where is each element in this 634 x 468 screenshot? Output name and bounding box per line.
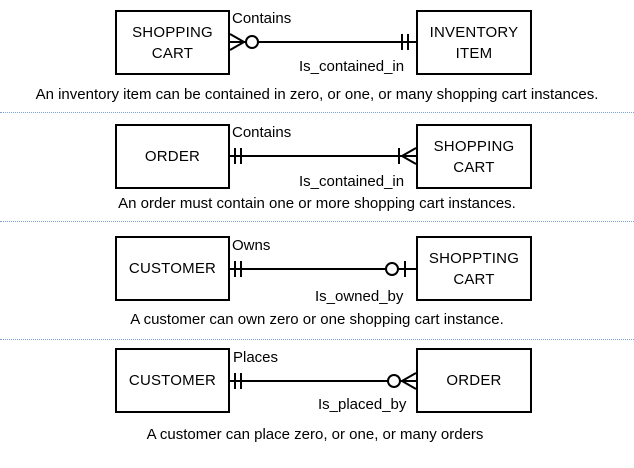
crows-foot-mark bbox=[401, 147, 417, 157]
entity-inventory-item: INVENTORY ITEM bbox=[416, 10, 532, 75]
crows-foot-mark bbox=[401, 380, 417, 390]
entity-shopping-cart: SHOPPING CART bbox=[115, 10, 230, 75]
relationship-verb: Owns bbox=[232, 237, 271, 254]
entity-label: INVENTORY ITEM bbox=[429, 23, 519, 62]
section-divider bbox=[0, 339, 634, 340]
relationship-verb: Places bbox=[233, 349, 279, 366]
entity-label: SHOPPING CART bbox=[132, 23, 213, 62]
entity-label: SHOPPING CART bbox=[433, 137, 515, 176]
section-divider bbox=[0, 221, 634, 222]
entity-label: CUSTOMER bbox=[128, 372, 217, 389]
relationship-verb: Contains bbox=[232, 124, 292, 141]
relationship-inverse-verb: Is_contained_in bbox=[299, 173, 405, 190]
relationship-caption: An inventory item can be contained in ze… bbox=[35, 86, 599, 103]
zero-circle-mark bbox=[387, 374, 401, 388]
entity-shopping-cart: SHOPPING CART bbox=[416, 124, 532, 189]
section-divider bbox=[0, 112, 634, 113]
relationship-inverse-verb: Is_placed_by bbox=[318, 396, 407, 413]
zero-circle-mark bbox=[385, 262, 399, 276]
relationship-caption: A customer can own zero or one shopping … bbox=[130, 311, 504, 328]
relationship-panel-2: ORDER SHOPPING CART Contains Is_containe… bbox=[0, 0, 634, 224]
entity-label: CUSTOMER bbox=[128, 260, 217, 277]
crows-foot-mark bbox=[401, 155, 417, 165]
entity-label: ORDER bbox=[144, 148, 201, 165]
entity-customer: CUSTOMER bbox=[115, 348, 230, 413]
entity-label: ORDER bbox=[446, 372, 502, 389]
entity-order: ORDER bbox=[115, 124, 230, 189]
entity-order: ORDER bbox=[416, 348, 532, 413]
crows-foot-mark bbox=[229, 41, 245, 51]
relationship-line bbox=[230, 261, 416, 277]
relationship-line bbox=[230, 147, 417, 165]
zero-circle-mark bbox=[245, 35, 259, 49]
relationship-caption: A customer can place zero, or one, or ma… bbox=[146, 426, 484, 443]
entity-customer: CUSTOMER bbox=[115, 236, 230, 301]
relationship-inverse-verb: Is_contained_in bbox=[299, 58, 405, 75]
entity-shopping-cart: SHOPPTING CART bbox=[416, 236, 532, 301]
relationship-panel-3: CUSTOMER SHOPPTING CART Owns Is_owned_by… bbox=[115, 236, 532, 328]
relationship-line bbox=[229, 33, 416, 51]
crows-foot-mark bbox=[401, 372, 417, 382]
entity-label: SHOPPTING CART bbox=[428, 249, 520, 288]
relationship-verb: Contains bbox=[232, 10, 292, 27]
relationship-caption: An order must contain one or more shoppi… bbox=[118, 195, 516, 212]
relationship-panel-1: SHOPPING CART INVENTORY ITEM Contains Is… bbox=[0, 0, 634, 110]
crows-foot-mark bbox=[229, 33, 245, 43]
relationship-inverse-verb: Is_owned_by bbox=[315, 288, 404, 305]
